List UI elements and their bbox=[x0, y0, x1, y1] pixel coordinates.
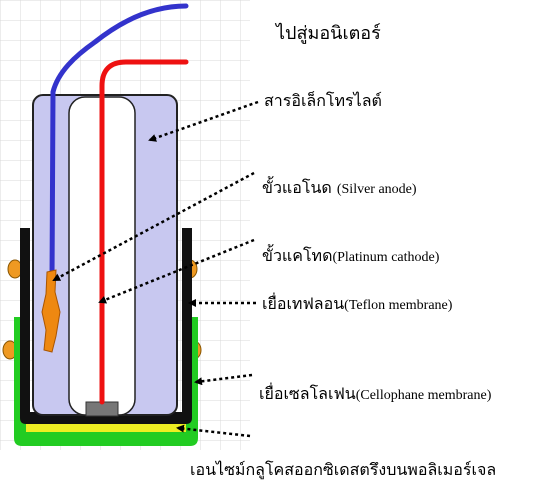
label-cathode-th: ขั้วแคโทด bbox=[262, 246, 333, 265]
label-cathode: ขั้วแคโทด(Platinum cathode) bbox=[262, 246, 439, 268]
silver-anode bbox=[41, 269, 61, 353]
cellophane-membrane bbox=[14, 317, 198, 446]
arrow-to-enzyme bbox=[176, 424, 251, 438]
label-electrolyte: สารอิเล็กโทรไลต์ bbox=[264, 91, 382, 110]
arrow-to-anode bbox=[52, 171, 255, 282]
anode-wire bbox=[49, 3, 189, 283]
arrow-to-cathode bbox=[98, 238, 255, 304]
label-to-analyzer: ไปสู่มอนิเตอร์ bbox=[276, 23, 381, 44]
label-teflon: เยื่อเทฟลอน(Teflon membrane) bbox=[262, 294, 452, 316]
label-cellophane-en: (Cellophane membrane) bbox=[355, 388, 492, 403]
label-anode: ขั้วแอโนด (Silver anode) bbox=[262, 178, 417, 200]
label-cellophane-th: เยื่อเซลโลเฟน bbox=[259, 384, 356, 403]
label-cathode-en: (Platinum cathode) bbox=[332, 250, 440, 265]
label-enzyme-layer: เอนไซม์กลูโคสออกซิเดสตรึงบนพอลิเมอร์เจล bbox=[190, 460, 497, 479]
label-cellophane: เยื่อเซลโลเฟน(Cellophane membrane) bbox=[259, 384, 491, 406]
label-teflon-en: (Teflon membrane) bbox=[344, 298, 453, 313]
cathode-wire bbox=[99, 59, 189, 405]
label-teflon-th: เยื่อเทฟลอน bbox=[262, 294, 345, 313]
arrow-to-electrolyte bbox=[148, 100, 259, 142]
label-anode-th: ขั้วแอโนด bbox=[262, 178, 332, 197]
label-anode-en: (Silver anode) bbox=[336, 182, 417, 197]
bump-left-upper bbox=[7, 259, 23, 279]
